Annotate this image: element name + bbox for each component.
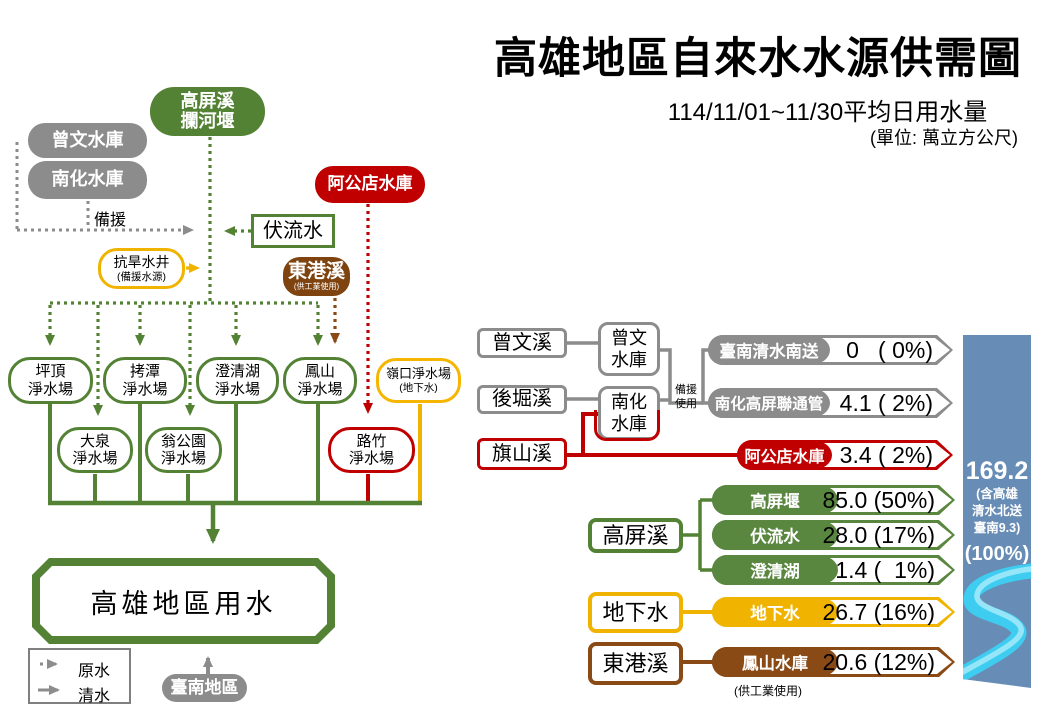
node-tainan-area: 臺南地區 [162, 674, 247, 702]
label-backup: 備援 [94, 212, 127, 229]
stream-zengwenxi: 曾文溪 [477, 328, 567, 358]
bar-chengqinghu: 澄清湖 1.4 ( 1%) [712, 555, 955, 585]
legend-raw-label: 原水 [78, 663, 111, 680]
src-groundwater: 地下水 [588, 592, 683, 633]
line-gaoping-bracket [683, 498, 714, 572]
node-agongdian-reservoir: 阿公店水庫 [315, 166, 425, 203]
src-donggang: 東港溪 [588, 642, 683, 685]
bar-tainan-south: 臺南清水南送 0 ( 0%) [708, 335, 953, 365]
bar-groundwater: 地下水 26.7 (16%) [712, 597, 955, 627]
plant-kaotan: 拷潭淨水場 [103, 357, 187, 404]
line-backup-branch [701, 348, 710, 405]
node-zengwen-reservoir: 曾文水庫 [28, 123, 147, 158]
bar-value: 3.4 ( 2%) [839, 441, 933, 468]
qishan-nanhua-wrap [594, 410, 660, 441]
plant-luzhu: 路竹淨水場 [328, 427, 415, 473]
stream-houku: 後堀溪 [477, 385, 567, 414]
bar-nanhua-pipeline: 南化高屏聯通管 4.1 ( 2%) [708, 388, 953, 418]
total-percent: (100%) [964, 542, 1030, 565]
bar-agongdian: 阿公店水庫 3.4 ( 2%) [737, 440, 953, 470]
bar-label: 臺南清水南送 [708, 335, 830, 365]
bar-value: 4.1 ( 2%) [839, 389, 933, 416]
demand-box: 高雄地區用水 [32, 558, 335, 644]
res-zengwen: 曾文水庫 [598, 322, 660, 376]
unit-note: (單位: 萬立方公尺) [870, 128, 1018, 148]
plant-wenggongyuan: 翁公園淨水場 [145, 427, 222, 473]
subtitle-period: 114/11/01~11/30平均日用水量 [667, 99, 988, 126]
src-gaoping: 高屏溪 [588, 518, 683, 553]
line-zengwen-bracket [660, 348, 703, 405]
total-value: 169.2 [965, 457, 1029, 485]
bar-label: 阿公店水庫 [737, 440, 832, 470]
bar-value: 26.7 (16%) [822, 598, 935, 625]
node-donggang-creek: 東港溪 (供工業使用) [283, 257, 350, 296]
legend-box: 原水 清水 [28, 648, 131, 705]
node-nanhua-reservoir: 南化水庫 [28, 161, 147, 199]
total-note: (含高雄 清水北送 臺南9.3) [971, 487, 1022, 535]
bar-label: 南化高屏聯通管 [708, 388, 830, 418]
node-gaoping-weir: 高屏溪攔河堰 [150, 87, 265, 136]
plant-pingding: 坪頂淨水場 [8, 357, 93, 404]
plant-lingkou: 嶺口淨水場 (地下水) [376, 358, 461, 403]
node-drought-well: 抗旱水井 (備援水源) [98, 248, 185, 289]
plant-daquan: 大泉淨水場 [57, 427, 133, 473]
total-bar: 169.2 (含高雄 清水北送 臺南9.3) (100%) [963, 335, 1031, 688]
industry-note: (供工業使用) [734, 684, 802, 698]
bar-label: 地下水 [712, 597, 838, 627]
page-title: 高雄地區自來水水源供需圖 [494, 35, 1022, 83]
demand-label: 高雄地區用水 [40, 566, 327, 636]
plant-fengshan: 鳳山淨水場 [283, 357, 357, 404]
plant-chengqinghu: 澄清湖淨水場 [196, 357, 279, 404]
bar-value: 20.6 (12%) [822, 648, 935, 675]
bar-label: 伏流水 [712, 520, 838, 550]
node-subflow: 伏流水 [251, 214, 335, 248]
bar-fengshan-reservoir: 鳳山水庫 20.6 (12%) [712, 647, 955, 677]
bar-label: 鳳山水庫 [712, 647, 838, 677]
stream-qishan: 旗山溪 [477, 438, 567, 470]
bar-label: 高屏堰 [712, 485, 838, 515]
bar-value: 0 ( 0%) [846, 336, 933, 363]
line-qishan-nanhua [581, 412, 598, 455]
label-backup-use: 備援 使用 [675, 384, 697, 411]
river-icon [963, 562, 1031, 686]
bar-label: 澄清湖 [712, 555, 838, 585]
bar-subflow: 伏流水 28.0 (17%) [712, 520, 955, 550]
bar-value: 85.0 (50%) [822, 486, 935, 513]
bar-value: 1.4 ( 1%) [835, 556, 935, 583]
bar-value: 28.0 (17%) [822, 521, 935, 548]
bar-gaoping-weir: 高屏堰 85.0 (50%) [712, 485, 955, 515]
legend-clean-label: 清水 [78, 688, 111, 705]
